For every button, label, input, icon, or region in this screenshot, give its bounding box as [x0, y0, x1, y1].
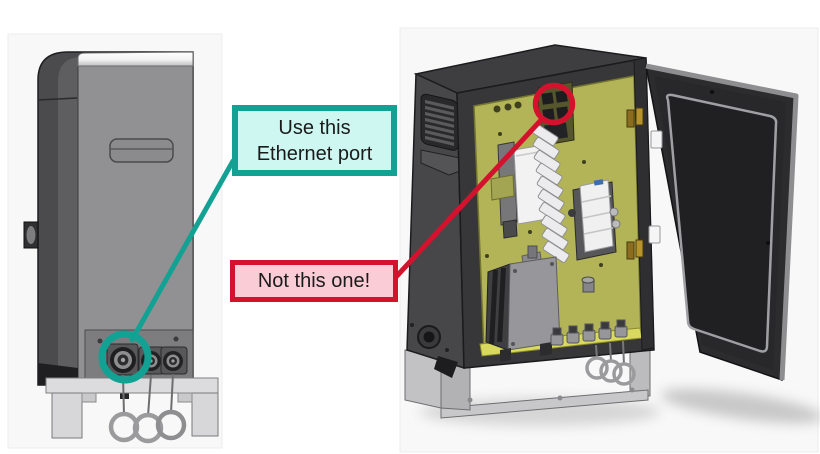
annotations — [98, 82, 576, 384]
wrong-ethernet-port-circle — [532, 82, 576, 126]
callout-line-2: Ethernet port — [256, 142, 373, 165]
open-cabinet-illustration — [404, 44, 820, 426]
connector-cap-tethers — [108, 373, 187, 444]
relay-module — [568, 179, 621, 261]
side-latch-barrel — [26, 226, 36, 244]
terminal-blocks — [531, 123, 570, 263]
open-door — [645, 63, 799, 382]
door-outer-rim — [645, 63, 799, 381]
cabinet-front-face — [77, 65, 194, 379]
screw — [173, 336, 179, 342]
corner-seam — [37, 97, 78, 101]
cabinet-top-strip — [77, 51, 194, 67]
power-supply-box — [485, 245, 561, 362]
callout-line-1: Use this — [278, 116, 351, 139]
door-clip — [648, 225, 661, 244]
ethernet-connector — [106, 343, 139, 376]
screw — [97, 338, 103, 344]
side-handle — [420, 149, 461, 176]
red-leader-line — [392, 116, 545, 281]
round-connector — [160, 346, 188, 375]
teal-leader-line — [129, 158, 236, 343]
door-gasket — [665, 93, 778, 353]
door-clip — [650, 130, 663, 149]
mounting-bracket — [45, 377, 219, 439]
floor-stand — [404, 343, 651, 419]
screw — [445, 348, 449, 352]
callout-use-this-ethernet-port: Use this Ethernet port — [232, 105, 397, 176]
door-handle-recess — [109, 138, 174, 163]
cable-glands — [550, 319, 636, 386]
callout-not-this-one: Not this one! — [230, 260, 398, 302]
vent-grille — [420, 93, 459, 151]
door-latch — [434, 356, 458, 378]
callout-text: Not this one! — [257, 270, 371, 292]
correct-ethernet-port-circle — [98, 330, 152, 384]
screw — [410, 323, 414, 327]
cabinet-side-band — [58, 57, 80, 385]
door-shadow — [660, 388, 820, 424]
side-port-hole — [423, 331, 435, 343]
standoff — [581, 276, 595, 293]
door-hinges — [626, 107, 644, 260]
